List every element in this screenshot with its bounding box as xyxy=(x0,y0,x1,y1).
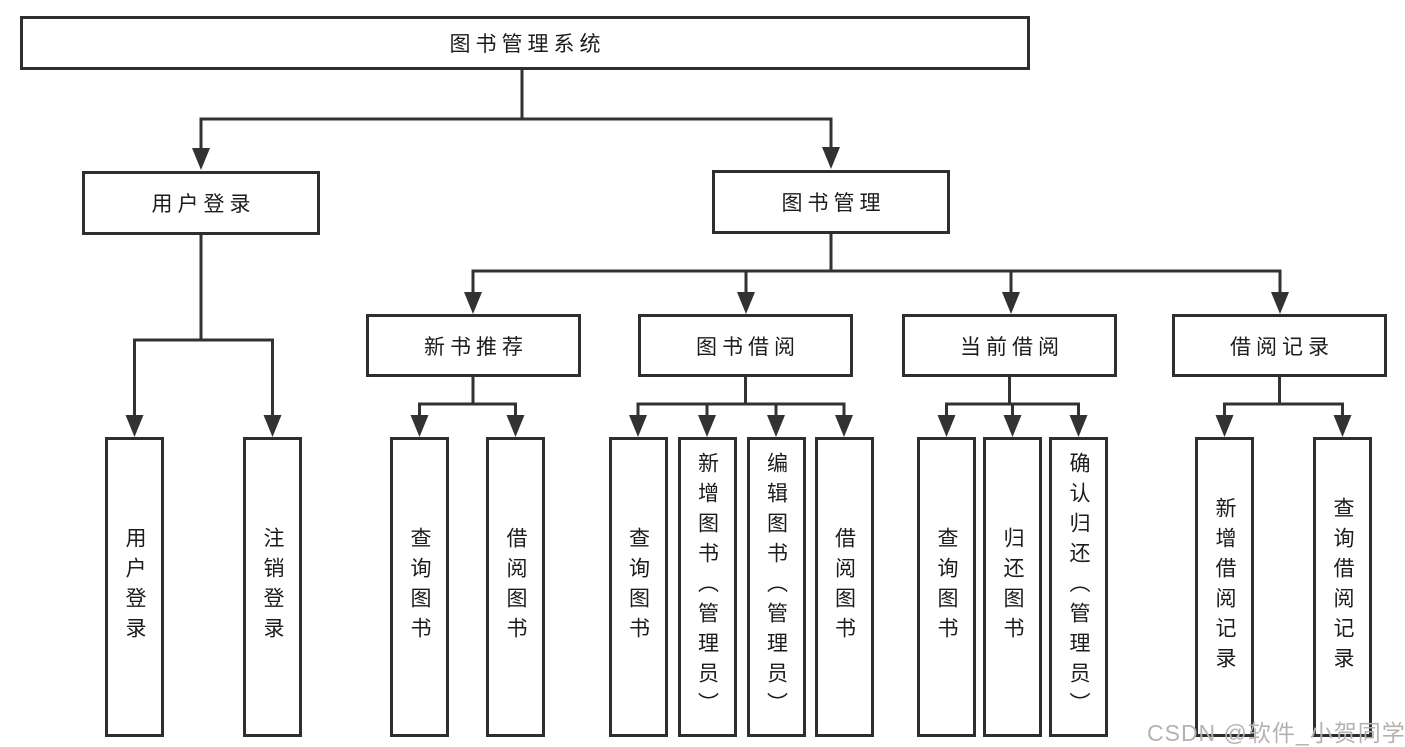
leaf-label: 借阅图书 xyxy=(504,527,527,647)
leaf-label: 查询图书 xyxy=(626,527,650,647)
leaf-borrow-add-books-admin: 新增图书（管理员） xyxy=(677,437,737,737)
connector-recommend-to-leaves xyxy=(410,375,525,437)
node-user-login: 用户登录 xyxy=(82,171,320,235)
leaf-label: 查询图书 xyxy=(935,527,958,647)
node-new-book-recommend: 新书推荐 xyxy=(366,314,581,377)
csdn-watermark: CSDN @软件_小贺同学 xyxy=(1147,720,1405,746)
leaf-label: 查询图书 xyxy=(408,527,431,647)
connector-records-to-leaves xyxy=(1215,375,1352,437)
connector-management-to-level3 xyxy=(464,232,1289,314)
leaf-records-add-record: 新增借阅记录 xyxy=(1195,437,1254,737)
leaf-label: 新增借阅记录 xyxy=(1213,497,1236,677)
leaf-borrow-borrow-books: 借阅图书 xyxy=(814,437,874,737)
leaf-label: 确认归还（管理员） xyxy=(1067,452,1090,722)
leaf-current-return-books: 归还图书 xyxy=(983,437,1042,737)
leaf-borrow-edit-books-admin: 编辑图书（管理员） xyxy=(746,437,806,737)
leaf-current-query-books: 查询图书 xyxy=(917,437,976,737)
leaf-label: 新增图书（管理员） xyxy=(695,452,719,722)
leaf-recommend-query-books: 查询图书 xyxy=(390,437,449,737)
leaf-borrow-query-books: 查询图书 xyxy=(608,437,668,737)
leaf-user-login: 用户登录 xyxy=(105,437,164,737)
leaf-current-confirm-return-admin: 确认归还（管理员） xyxy=(1049,437,1108,737)
node-borrow-records: 借阅记录 xyxy=(1172,314,1387,377)
node-system-root: 图书管理系统 xyxy=(20,16,1030,70)
connector-login-to-leaves xyxy=(125,233,282,437)
leaf-label: 查询借阅记录 xyxy=(1331,497,1354,677)
connector-root-to-level2 xyxy=(192,68,840,170)
leaf-label: 编辑图书（管理员） xyxy=(764,452,788,722)
leaf-recommend-borrow-books: 借阅图书 xyxy=(486,437,545,737)
node-book-management: 图书管理 xyxy=(712,170,950,234)
connector-borrow-to-leaves xyxy=(629,375,853,437)
connector-current-to-leaves xyxy=(937,375,1088,437)
leaf-label: 归还图书 xyxy=(1001,527,1024,647)
leaf-label: 用户登录 xyxy=(123,527,146,647)
leaf-label: 借阅图书 xyxy=(832,527,856,647)
node-book-borrow: 图书借阅 xyxy=(638,314,853,377)
leaf-logout: 注销登录 xyxy=(243,437,302,737)
leaf-label: 注销登录 xyxy=(261,527,284,647)
node-current-borrow: 当前借阅 xyxy=(902,314,1117,377)
leaf-records-query-record: 查询借阅记录 xyxy=(1313,437,1372,737)
